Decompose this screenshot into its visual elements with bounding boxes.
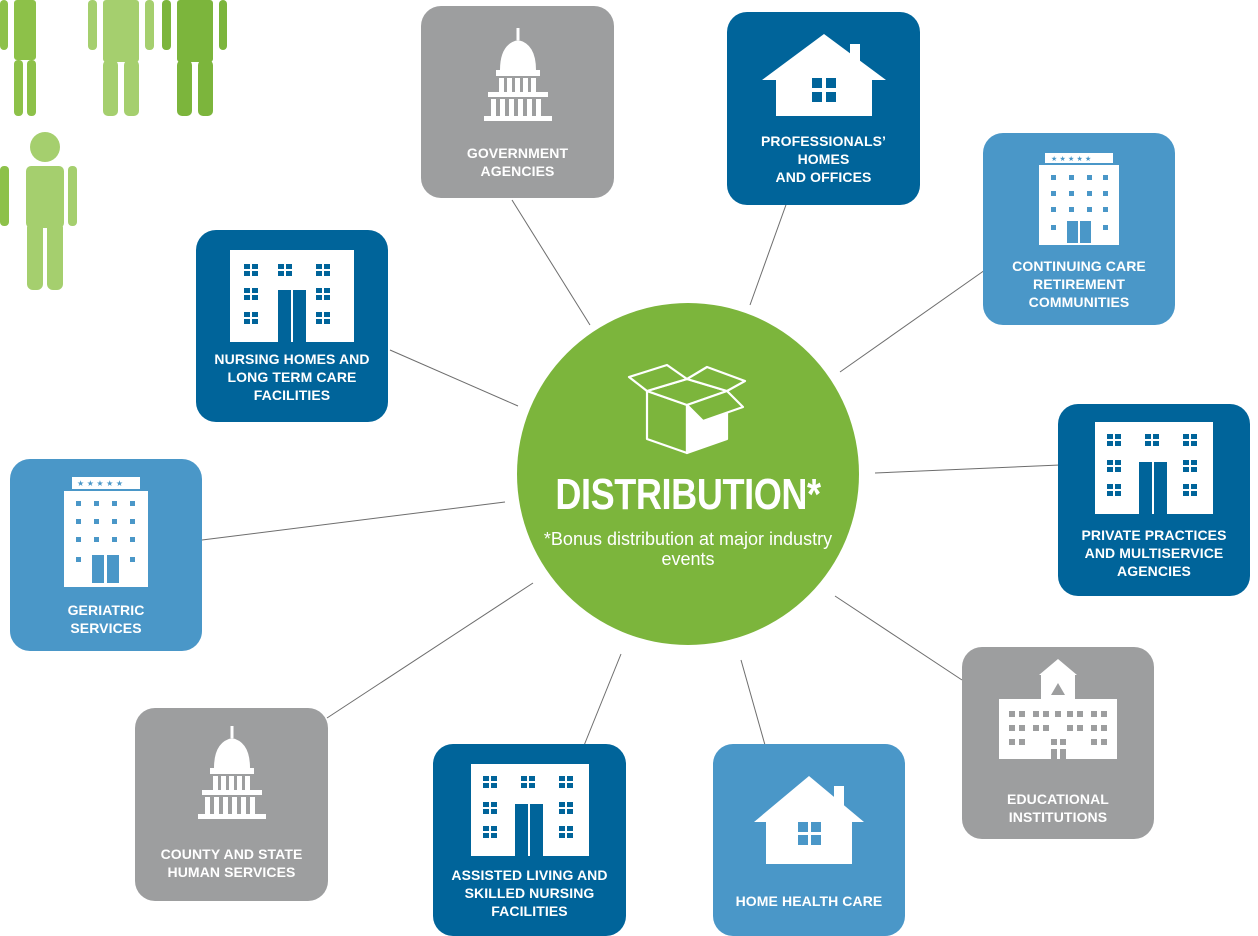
- hotel-icon: ★ ★ ★ ★ ★: [10, 477, 202, 587]
- node-label: GERIATRIC SERVICES: [67, 602, 145, 636]
- node-home-health-care: HOME HEALTH CARE: [713, 744, 905, 936]
- open-box-icon: [627, 361, 751, 460]
- node-label: NURSING HOMES AND LONG TERM CARE FACILIT…: [214, 351, 370, 403]
- person-icon: [0, 166, 9, 226]
- hotel-icon: ★ ★ ★ ★ ★: [983, 153, 1175, 245]
- node-nursing-homes: NURSING HOMES AND LONG TERM CARE FACILIT…: [196, 230, 388, 422]
- connector-private-practices: [874, 464, 1061, 474]
- distribution-center-circle: DISTRIBUTION* *Bonus distribution at maj…: [517, 303, 859, 645]
- person-icon: [0, 0, 36, 116]
- connector-government: [511, 199, 591, 326]
- distribution-footnote: *Bonus distribution at major industry ev…: [543, 529, 833, 569]
- node-government-agencies: GOVERNMENT AGENCIES: [421, 6, 614, 198]
- person-icon: [88, 0, 154, 116]
- connector-county-state: [326, 582, 534, 719]
- svg-text:★ ★ ★ ★ ★: ★ ★ ★ ★ ★: [1051, 155, 1091, 163]
- connector-nursing-homes: [389, 349, 519, 407]
- school-icon: [962, 659, 1154, 759]
- connector-continuing-care: [839, 269, 986, 373]
- capitol-icon: [135, 726, 328, 836]
- node-county-state: COUNTY AND STATE HUMAN SERVICES: [135, 708, 328, 901]
- connector-educational: [834, 595, 963, 681]
- node-label: PROFESSIONALS’ HOMES AND OFFICES: [760, 133, 887, 185]
- node-label: COUNTY AND STATE HUMAN SERVICES: [160, 846, 303, 880]
- building-icon: [1058, 422, 1250, 514]
- house-icon: [713, 776, 905, 864]
- node-assisted-living: ASSISTED LIVING AND SKILLED NURSING FACI…: [433, 744, 626, 936]
- capitol-icon: [421, 28, 614, 138]
- person-icon: [26, 132, 77, 290]
- person-icon: [162, 0, 227, 116]
- connector-professionals: [749, 201, 788, 306]
- node-label: EDUCATIONAL INSTITUTIONS: [1007, 791, 1109, 825]
- node-educational-institutions: EDUCATIONAL INSTITUTIONS: [962, 647, 1154, 839]
- node-geriatric-services: ★ ★ ★ ★ ★ GERIATRIC SERVICES: [10, 459, 202, 651]
- distribution-title: DISTRIBUTION*: [555, 470, 821, 519]
- building-icon: [196, 250, 388, 342]
- node-label: ASSISTED LIVING AND SKILLED NURSING FACI…: [451, 867, 608, 919]
- node-label: PRIVATE PRACTICES AND MULTISERVICE AGENC…: [1081, 527, 1227, 579]
- connector-geriatric: [201, 501, 506, 541]
- node-private-practices: PRIVATE PRACTICES AND MULTISERVICE AGENC…: [1058, 404, 1250, 596]
- svg-text:★ ★ ★ ★ ★: ★ ★ ★ ★ ★: [77, 479, 123, 488]
- house-icon: [727, 34, 920, 116]
- connector-home-health: [740, 659, 766, 746]
- node-label: GOVERNMENT AGENCIES: [466, 145, 569, 179]
- building-icon: [433, 764, 626, 856]
- node-professionals-homes: PROFESSIONALS’ HOMES AND OFFICES: [727, 12, 920, 205]
- connector-assisted-living: [582, 653, 622, 749]
- people-group-icon: [0, 0, 227, 290]
- node-continuing-care: ★ ★ ★ ★ ★ CONTINUING CARE RETIREMENT COM…: [983, 133, 1175, 325]
- node-label: CONTINUING CARE RETIREMENT COMMUNITIES: [1012, 258, 1146, 310]
- node-label: HOME HEALTH CARE: [735, 893, 883, 909]
